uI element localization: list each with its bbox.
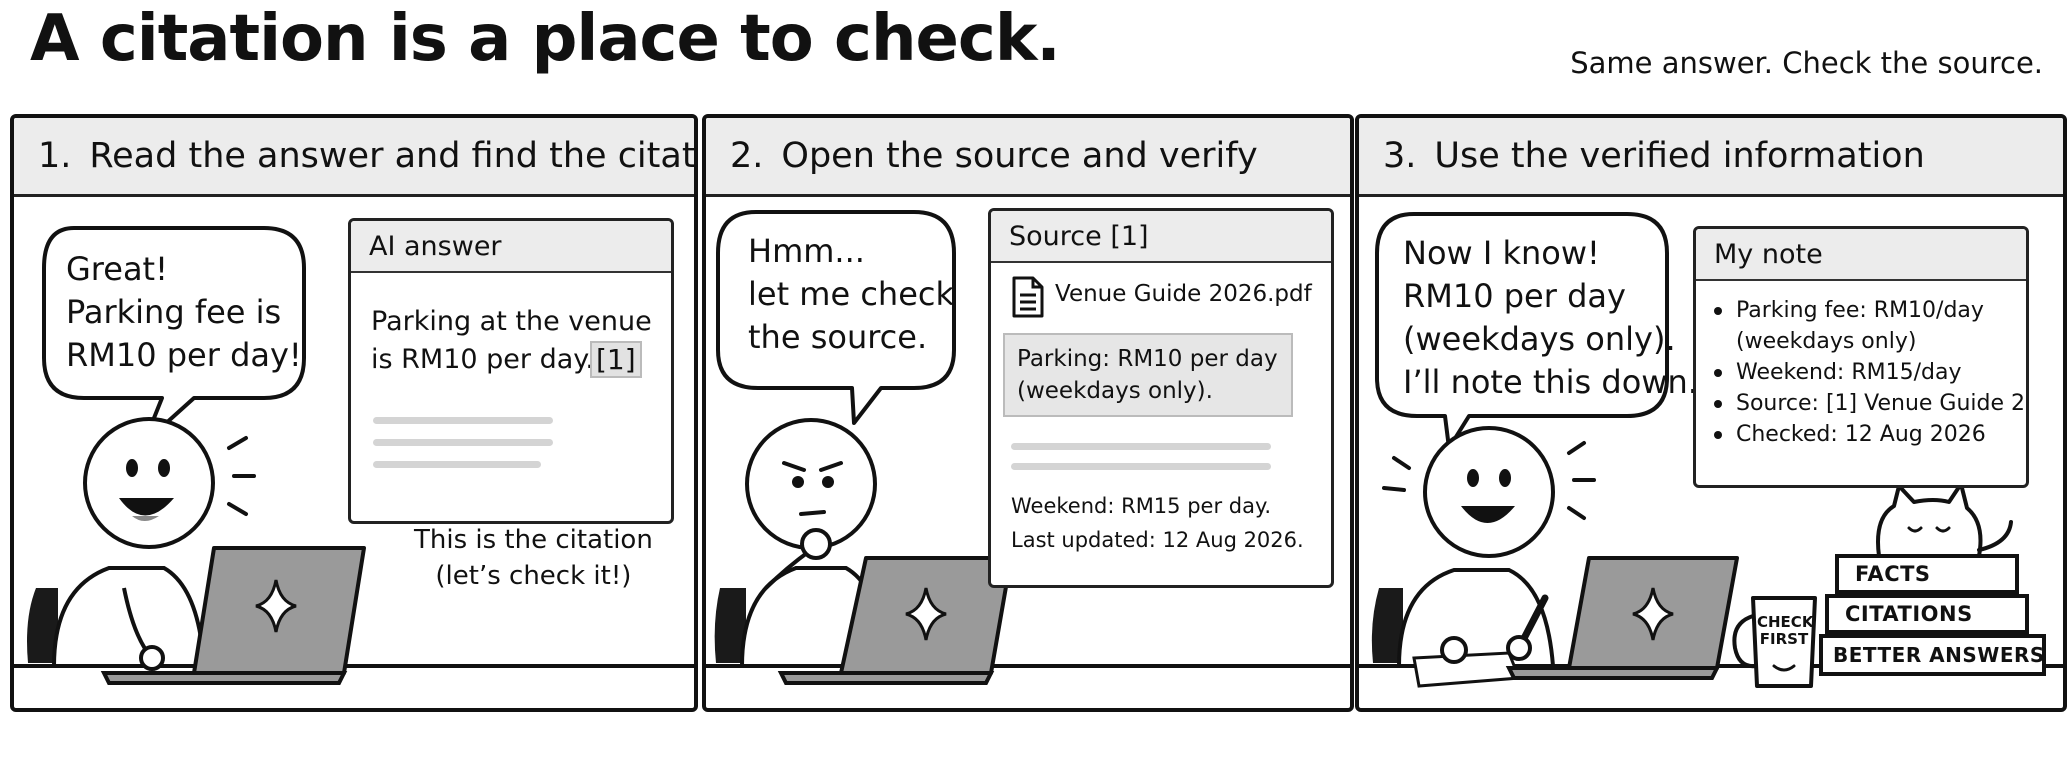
note-item: Weekend: RM15/day <box>1710 357 2026 388</box>
panel-3-heading: Use the verified information <box>1434 136 1925 176</box>
mug-label: CHECK FIRST <box>1757 613 1814 648</box>
panel-2: 2. Open the source and verify Hmm... let… <box>702 114 1354 712</box>
annotation-line: This is the citation <box>414 525 653 555</box>
speech-line: the source. <box>748 318 928 356</box>
book-3 <box>1819 634 2046 676</box>
panel-1-number: 1. <box>38 136 72 176</box>
person-body <box>51 566 207 668</box>
comic-subtitle: Same answer. Check the source. <box>1570 46 2043 80</box>
ai-answer-text: Parking at the venue is RM10 per day. <box>371 303 652 379</box>
notebook <box>1412 651 1522 688</box>
speech-line: (weekdays only). <box>1403 320 1676 358</box>
source-line: Weekend: RM15 per day. <box>1011 494 1272 518</box>
panel-1-header: 1. Read the answer and find the citation <box>14 118 694 197</box>
answer-line: is RM10 per day. <box>371 344 594 375</box>
ai-answer-card: AI answer Parking at the venue is RM10 p… <box>348 218 674 524</box>
person-head <box>1423 426 1555 558</box>
source-card: Source [1] Venue Guide 2026.pdf Parking:… <box>988 208 1334 588</box>
source-file-name[interactable]: Venue Guide 2026.pdf <box>1055 281 1312 307</box>
speech-line: let me check <box>748 275 955 313</box>
citation-annotation: This is the citation (let’s check it!) <box>414 522 653 594</box>
speech-text: Great! Parking fee is RM10 per day! <box>66 248 302 377</box>
book-label-facts: FACTS <box>1855 562 1931 586</box>
my-note-card-title: My note <box>1696 229 2026 281</box>
book-label-better-answers: BETTER ANSWERS <box>1833 643 2045 667</box>
mug <box>1751 596 1817 688</box>
panel-2-scene <box>706 210 1350 685</box>
speech-line: I’ll note this down. <box>1403 363 1698 401</box>
cat-icon <box>1876 482 2013 558</box>
speech-text: Hmm... let me check the source. <box>748 230 954 359</box>
speech-bubble <box>716 210 956 425</box>
panel-2-heading: Open the source and verify <box>781 136 1258 176</box>
panel-1: 1. Read the answer and find the citation <box>10 114 698 712</box>
source-highlight: Parking: RM10 per day (weekdays only). <box>1003 333 1293 417</box>
panel-3-scene <box>1359 212 2063 688</box>
sparkle-icon <box>1632 587 1674 641</box>
person-head <box>83 417 215 549</box>
highlight-line: Parking: RM10 per day <box>1017 346 1278 372</box>
citation-marker[interactable]: [1] <box>590 341 642 378</box>
note-list: Parking fee: RM10/day (weekdays only) We… <box>1710 295 2026 450</box>
speech-line: RM10 per day! <box>66 336 302 374</box>
chair <box>27 588 58 663</box>
source-card-title: Source [1] <box>991 211 1331 263</box>
smiley-icon <box>1772 664 1796 672</box>
highlight-line: (weekdays only). <box>1017 378 1213 404</box>
source-extra: Weekend: RM15 per day. Last updated: 12 … <box>1011 489 1304 557</box>
panel-1-heading: Read the answer and find the citation <box>89 136 698 176</box>
speech-line: Parking fee is <box>66 293 282 331</box>
panel-3: 3. Use the verified information <box>1355 114 2067 712</box>
sparkle-icon <box>905 587 947 641</box>
chair <box>714 588 746 663</box>
answer-line: Parking at the venue <box>371 306 652 337</box>
speech-line: RM10 per day <box>1403 277 1626 315</box>
book-label-citations: CITATIONS <box>1845 602 1973 626</box>
note-item: Parking fee: RM10/day <box>1710 295 2026 326</box>
panel-3-header: 3. Use the verified information <box>1359 118 2063 197</box>
sparkle-icon <box>255 579 297 633</box>
speech-line: Great! <box>66 250 168 288</box>
my-note-card: My note Parking fee: RM10/day (weekdays … <box>1693 226 2029 488</box>
annotation-line: (let’s check it!) <box>435 561 632 591</box>
chair <box>1371 588 1403 663</box>
speech-text: Now I know! RM10 per day (weekdays only)… <box>1403 232 1698 404</box>
note-item: Checked: 12 Aug 2026 <box>1710 419 2026 450</box>
speech-bubble <box>1375 212 1669 450</box>
comic-title: A citation is a place to check. <box>30 2 1061 76</box>
speech-line: Hmm... <box>748 232 865 270</box>
panel-2-header: 2. Open the source and verify <box>706 118 1350 197</box>
source-line: Last updated: 12 Aug 2026. <box>1011 528 1304 552</box>
book-2 <box>1825 594 2029 634</box>
panel-2-number: 2. <box>730 136 764 176</box>
note-item: Source: [1] Venue Guide 2026 <box>1710 388 2026 419</box>
ai-answer-card-title: AI answer <box>351 221 671 273</box>
person-head <box>745 418 877 550</box>
note-item-continuation: (weekdays only) <box>1736 329 1917 354</box>
speech-bubble <box>42 226 306 445</box>
speech-line: Now I know! <box>1403 234 1600 272</box>
panel-1-scene <box>14 226 694 685</box>
panel-3-number: 3. <box>1383 136 1417 176</box>
document-icon <box>1012 276 1044 318</box>
